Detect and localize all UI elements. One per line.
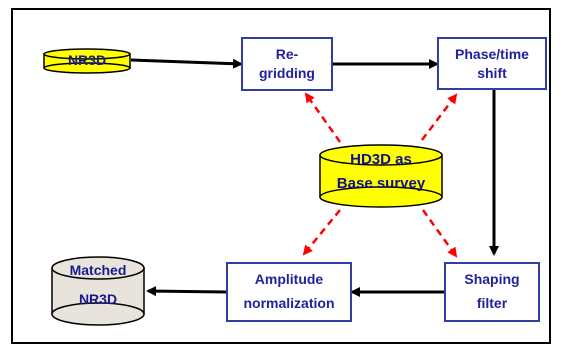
regridding-label: Re- gridding	[259, 46, 315, 81]
nr3d-input-label: NR3D	[67, 52, 107, 68]
dashed-arrow-to-regridding	[304, 92, 342, 143]
base-survey-label: HD3D as Base survey	[336, 151, 426, 192]
matched-output-label-2: NR3D	[78, 291, 118, 307]
phase-time-shift-label: Phase/time shift	[455, 45, 529, 81]
shaping-filter-label: Shaping filter	[464, 271, 520, 311]
regridding-box: Re- gridding	[241, 37, 333, 91]
shaping-filter-box: Shaping filter	[444, 262, 540, 322]
arrow-nr3d-to-regridding	[130, 58, 243, 69]
amplitude-normalization-box: Amplitude normalization	[226, 262, 352, 322]
base-survey-cylinder	[319, 144, 443, 208]
dashed-arrow-to-phase	[421, 93, 458, 141]
matched-output-cylinder	[51, 256, 145, 326]
arrow-amplitude-to-matched	[146, 286, 227, 297]
dashed-arrow-to-amplitude	[302, 209, 341, 256]
amplitude-normalization-label: Amplitude normalization	[243, 271, 335, 311]
dashed-arrow-to-shaping	[421, 209, 458, 258]
nr3d-input-cylinder	[43, 48, 131, 74]
matched-output-label-1: Matched	[69, 262, 127, 278]
phase-time-shift-box: Phase/time shift	[437, 37, 547, 90]
